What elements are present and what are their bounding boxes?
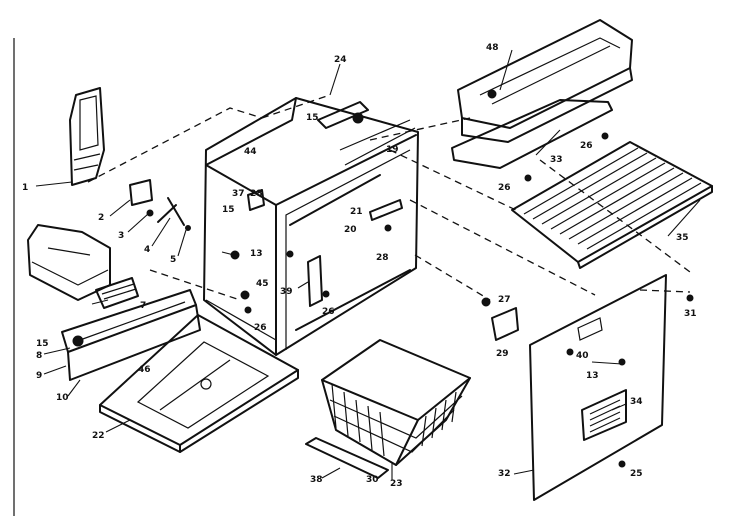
label-31: 31 (684, 309, 697, 319)
label-13-a: 13 (250, 249, 263, 259)
label-15-b: 15 (306, 113, 319, 123)
leader-lines (35, 49, 701, 480)
cabinet-liner-part (203, 97, 419, 356)
front-rail-part (61, 289, 201, 381)
label-24: 24 (334, 55, 347, 65)
label-8: 8 (36, 351, 42, 361)
cabinet-fasteners (230, 189, 403, 314)
label-37: 37 (232, 189, 245, 199)
label-28-a: 28 (250, 189, 263, 199)
label-20: 20 (344, 225, 357, 235)
label-27: 27 (498, 295, 511, 305)
label-28-b: 28 (376, 253, 389, 263)
label-44: 44 (244, 147, 257, 157)
label-3: 3 (118, 231, 124, 241)
label-26-c: 26 (580, 141, 593, 151)
wire-basket-part (321, 339, 471, 466)
trim-strip-part (305, 437, 389, 479)
label-26-d: 26 (498, 183, 511, 193)
label-5: 5 (170, 255, 176, 265)
label-26-a: 26 (254, 323, 267, 333)
label-39: 39 (280, 287, 293, 297)
label-40: 40 (576, 351, 589, 361)
label-46: 46 (138, 365, 151, 375)
bracket-hardware (129, 179, 191, 231)
label-25: 25 (630, 469, 643, 479)
label-13-b: 13 (586, 371, 599, 381)
label-2: 2 (98, 213, 104, 223)
label-30: 30 (366, 475, 379, 485)
label-22: 22 (92, 431, 105, 441)
panel-bracket-part (481, 297, 519, 341)
label-9: 9 (36, 371, 42, 381)
label-32: 32 (498, 469, 511, 479)
ice-maker-part (451, 19, 633, 182)
part-labels: 1 2 3 4 5 7 15 8 9 10 46 22 24 15 19 44 … (22, 43, 697, 489)
label-33: 33 (550, 155, 563, 165)
assembly-guide-lines (87, 94, 691, 301)
side-panel-part (529, 274, 694, 501)
label-38: 38 (310, 475, 323, 485)
hinge-bracket-part (69, 87, 105, 186)
label-4: 4 (144, 245, 150, 255)
label-26-b: 26 (322, 307, 335, 317)
label-45: 45 (256, 279, 269, 289)
label-1: 1 (22, 183, 28, 193)
label-35: 35 (676, 233, 689, 243)
label-15-c: 15 (222, 205, 235, 215)
label-48: 48 (486, 43, 499, 53)
label-21: 21 (350, 207, 363, 217)
label-23: 23 (390, 479, 403, 489)
label-15-a: 15 (36, 339, 49, 349)
label-10: 10 (56, 393, 69, 403)
ice-bucket-part (27, 224, 139, 309)
bottom-frame-part (99, 314, 299, 453)
wire-shelf-part (511, 141, 713, 269)
label-19: 19 (386, 145, 399, 155)
label-7: 7 (140, 301, 146, 311)
label-15-d-29: 29 (496, 349, 509, 359)
label-34: 34 (630, 397, 643, 407)
